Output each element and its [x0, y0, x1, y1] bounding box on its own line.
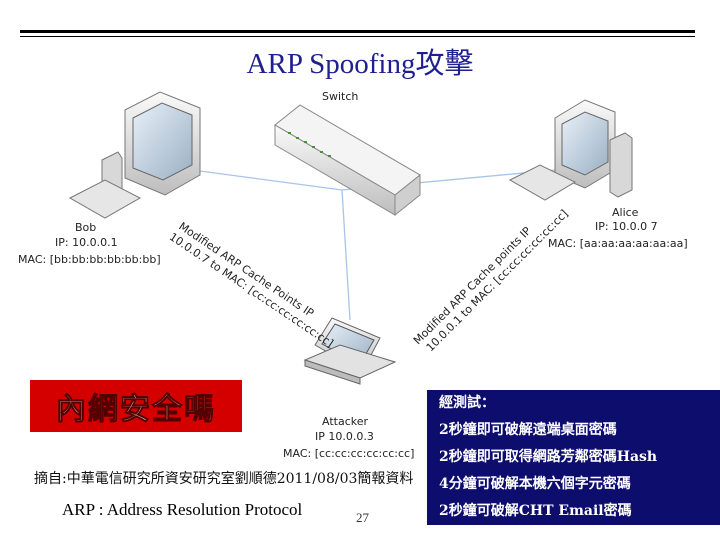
finding-item: 2秒鐘可破解CHT Email密碼	[439, 503, 632, 519]
switch-label: Switch	[322, 90, 358, 103]
alice-computer-icon	[508, 99, 633, 201]
source-citation: 摘自:中華電信研究所資安研究室劉順德2011/08/03簡報資料	[34, 471, 414, 487]
left-annotation-line-1: Modified ARP Cache Points IP	[176, 220, 316, 320]
right-annotation-line-2: 10.0.0.1 to MAC: [cc:cc:cc:cc:cc:cc]	[424, 207, 571, 354]
right-annotation-line-1: Modified ARP Cache points IP	[411, 224, 534, 347]
alice-name: Alice	[612, 206, 639, 219]
bob-computer-icon	[68, 91, 201, 219]
bob-mac: MAC: [bb:bb:bb:bb:bb:bb]	[18, 253, 161, 266]
banner-text: 內網安全嗎	[56, 392, 216, 428]
attacker-laptop-icon	[303, 317, 397, 385]
security-question-banner: 內網安全嗎	[30, 380, 242, 432]
left-arp-annotation: Modified ARP Cache Points IP 10.0.0.7 to…	[167, 220, 336, 350]
top-rule-thin	[20, 36, 695, 37]
attacker-ip: IP 10.0.0.3	[315, 430, 374, 443]
alice-ip: IP: 10.0.0 7	[595, 220, 658, 233]
bob-name: Bob	[75, 221, 96, 234]
findings-heading: 經測試：	[439, 395, 495, 411]
right-arp-annotation: Modified ARP Cache points IP 10.0.0.1 to…	[411, 207, 571, 354]
page-number: 27	[356, 510, 369, 525]
arp-definition: ARP : Address Resolution Protocol	[62, 500, 303, 519]
attacker-name: Attacker	[322, 415, 368, 428]
finding-item: 2秒鐘即可取得網路芳鄰密碼Hash	[439, 449, 658, 465]
left-annotation-line-2: 10.0.0.7 to MAC: [cc:cc:cc:cc:cc:cc]	[167, 230, 336, 350]
switch-icon	[274, 104, 421, 217]
slide-title: ARP Spoofing攻擊	[246, 48, 474, 80]
finding-item: 2秒鐘即可破解遠端桌面密碼	[439, 422, 617, 438]
attacker-mac: MAC: [cc:cc:cc:cc:cc:cc]	[283, 447, 414, 460]
alice-mac: MAC: [aa:aa:aa:aa:aa:aa]	[548, 237, 688, 250]
test-findings-box: 經測試： 2秒鐘即可破解遠端桌面密碼 2秒鐘即可取得網路芳鄰密碼Hash 4分鐘…	[427, 390, 720, 525]
bob-ip: IP: 10.0.0.1	[55, 236, 118, 249]
top-rule-thick	[20, 30, 695, 33]
finding-item: 4分鐘可破解本機六個字元密碼	[439, 476, 631, 492]
